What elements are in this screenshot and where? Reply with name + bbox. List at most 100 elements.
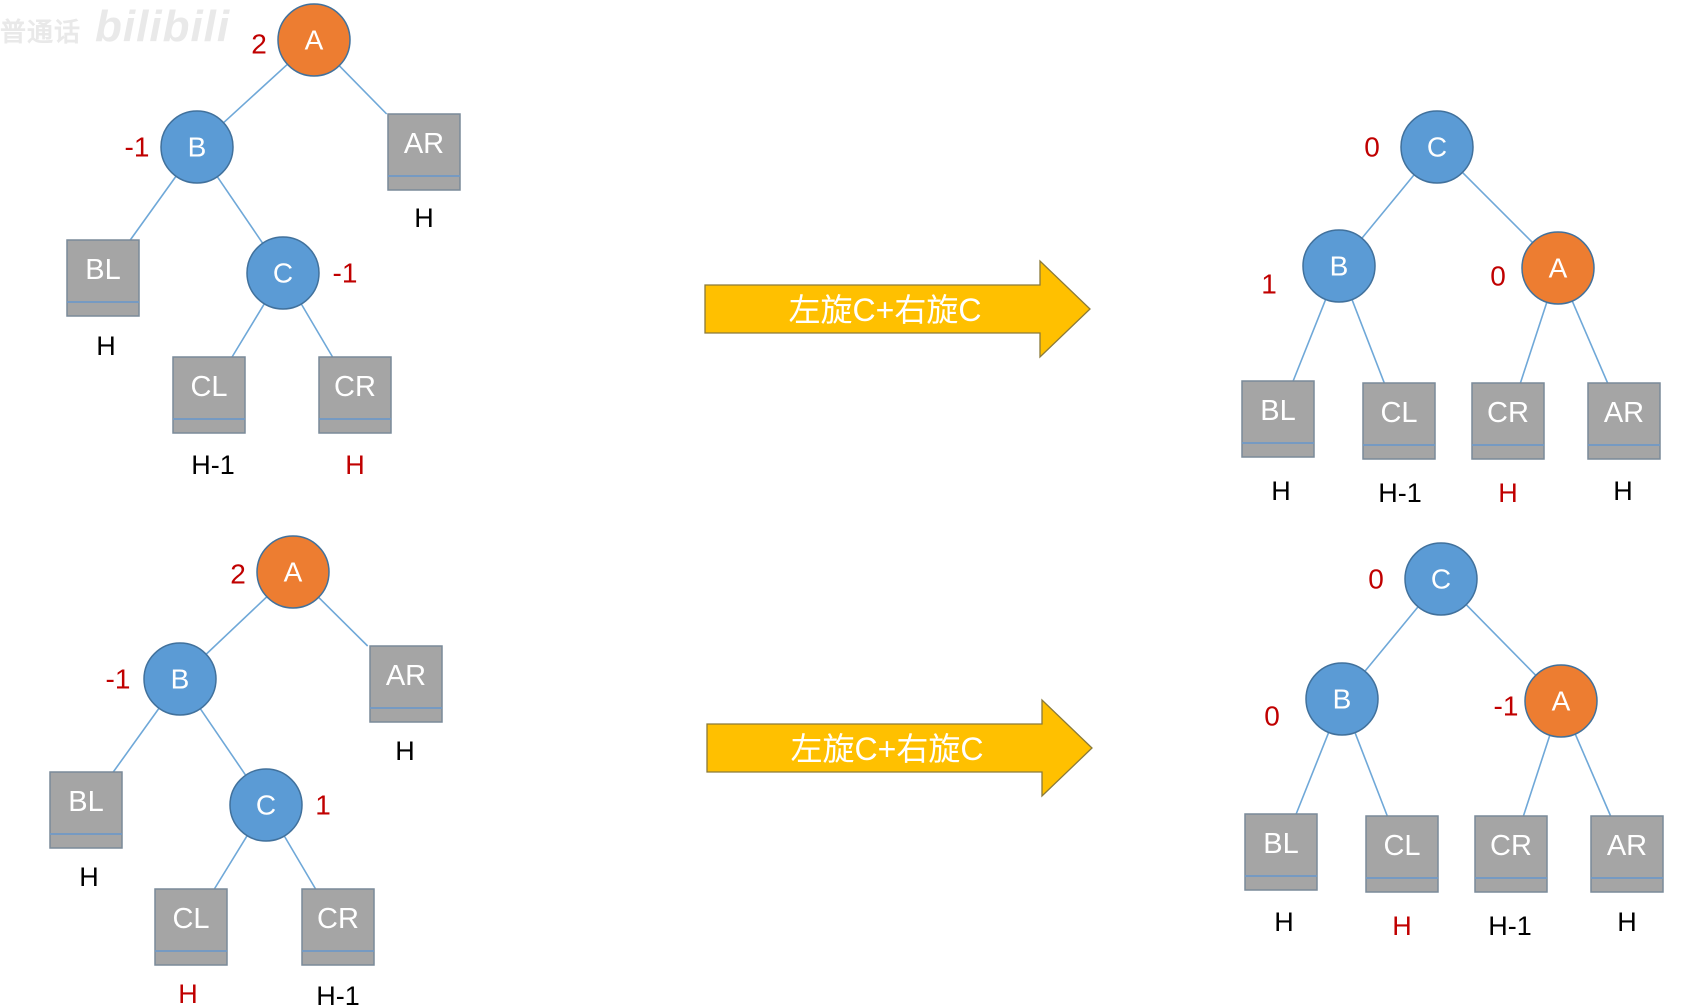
node-circle (1404, 542, 1478, 616)
edge-B-C (216, 176, 264, 244)
watermark-text: 普通话 (0, 17, 82, 47)
subtree-box (1590, 815, 1664, 893)
subtree-cl: CL (1365, 815, 1439, 893)
node-a: A (1524, 664, 1598, 738)
subtree-height-label: H (178, 979, 198, 1006)
node-b: B (1305, 662, 1379, 736)
subtree-height-label: H (1617, 907, 1637, 937)
edge-B-CL (1351, 299, 1386, 384)
subtree-height-label: H (395, 736, 415, 766)
node-c: C (1404, 542, 1478, 616)
subtree-box (66, 239, 140, 317)
subtree-label: CL (172, 903, 209, 935)
subtree-box (318, 356, 392, 434)
balance-factor: -1 (106, 664, 131, 695)
node-circle (1521, 231, 1595, 305)
balance-factor: 2 (251, 29, 267, 60)
node-circle (246, 236, 320, 310)
node-a: A (256, 535, 330, 609)
edge-A-B (223, 63, 288, 124)
node-label: C (273, 258, 293, 289)
balance-factor: 2 (230, 559, 246, 590)
node-circle (1400, 110, 1474, 184)
subtree-box (154, 888, 228, 966)
node-label: A (305, 25, 324, 56)
subtree-label: AR (1607, 830, 1647, 862)
edge-A-CR (1522, 734, 1551, 817)
subtree-label: CL (1383, 830, 1420, 862)
subtree-cl: CL (172, 356, 246, 434)
bilibili-logo: bilibili (95, 2, 231, 51)
subtree-box (1362, 382, 1436, 460)
subtree-height-label: H (1274, 907, 1294, 937)
subtree-height-label: H (1613, 476, 1633, 506)
subtree-height-label: H-1 (316, 981, 360, 1006)
node-a: A (277, 3, 351, 77)
subtree-height-label: H-1 (1488, 911, 1532, 941)
node-c: C (229, 768, 303, 842)
subtree-height-label: H-1 (1378, 478, 1422, 508)
node-label: B (188, 132, 207, 163)
node-b: B (1302, 229, 1376, 303)
edge-C-B (1364, 606, 1419, 672)
edge-C-CR (283, 835, 317, 890)
arrow-shape (704, 259, 1091, 359)
subtree-ar: AR (369, 645, 443, 723)
node-circle (143, 642, 217, 716)
edge-C-B (1361, 174, 1415, 239)
subtree-height-label: H (96, 331, 116, 361)
edge-A-CR (1519, 301, 1548, 384)
edge-A-AR (1574, 733, 1612, 817)
edge-C-CL (231, 303, 266, 358)
node-label: A (1549, 253, 1568, 284)
subtree-label: BL (68, 786, 103, 818)
node-circle (1302, 229, 1376, 303)
subtree-height-label: H (414, 203, 434, 233)
subtree-height-label: H (345, 450, 365, 480)
balance-factor: -1 (1494, 691, 1519, 722)
subtree-height-label: H (1271, 476, 1291, 506)
node-circle (277, 3, 351, 77)
node-label: C (1431, 564, 1451, 595)
node-label: A (284, 557, 303, 588)
edge-A-AR (1571, 300, 1609, 384)
node-c: C (1400, 110, 1474, 184)
subtree-label: AR (404, 128, 444, 160)
subtree-box (369, 645, 443, 723)
arrow-label: 左旋C+右旋C (791, 731, 984, 767)
edge-B-C (199, 708, 247, 776)
subtree-box (1244, 813, 1318, 891)
subtree-box (172, 356, 246, 434)
edge-C-CR (300, 303, 334, 358)
subtree-label: BL (1260, 395, 1295, 427)
node-circle (160, 110, 234, 184)
subtree-ar: AR (387, 113, 461, 191)
balance-factor: 1 (315, 790, 331, 821)
edge-B-BL (129, 175, 177, 241)
subtree-height-label: H (79, 862, 99, 892)
subtree-label: CR (1490, 830, 1532, 862)
subtree-label: CR (317, 903, 359, 935)
edge-C-A (1465, 604, 1537, 676)
rotation-arrow: 左旋C+右旋C (706, 698, 1093, 798)
balance-factor: -1 (125, 132, 150, 163)
edge-A-AR (318, 596, 369, 647)
subtree-cr: CR (1474, 815, 1548, 893)
subtree-bl: BL (1244, 813, 1318, 891)
edge-B-BL (1292, 299, 1327, 382)
node-label: C (1427, 132, 1447, 163)
node-circle (256, 535, 330, 609)
subtree-label: CR (334, 371, 376, 403)
node-label: A (1552, 686, 1571, 717)
balance-factor: 1 (1261, 269, 1277, 300)
arrow-label: 左旋C+右旋C (789, 292, 982, 328)
subtree-label: CR (1487, 397, 1529, 429)
subtree-box (1365, 815, 1439, 893)
subtree-label: BL (1263, 828, 1298, 860)
subtree-ar: AR (1590, 815, 1664, 893)
subtree-label: BL (85, 254, 120, 286)
